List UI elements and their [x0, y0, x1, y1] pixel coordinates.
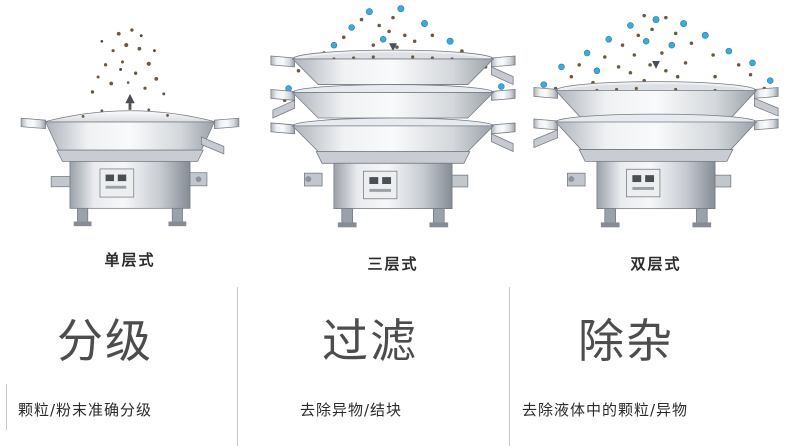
- particles-blue: [540, 16, 774, 88]
- function-heading-impurity-removal: 除杂: [578, 314, 674, 368]
- outlet-spout-3: [491, 133, 514, 153]
- leg: [432, 208, 445, 224]
- fitting-bolt: [568, 176, 575, 183]
- deck-lip-left: [20, 117, 46, 129]
- control-knob: [645, 175, 655, 183]
- machine-illustration-three-layer: [270, 5, 516, 228]
- deck-lip-right: [491, 55, 516, 68]
- function-heading-grading: 分级: [57, 314, 153, 368]
- outlet-spout-2: [533, 129, 558, 149]
- function-heading-filtering: 过滤: [322, 314, 418, 368]
- deck-basin-3: [291, 125, 495, 152]
- leg: [171, 207, 183, 223]
- control-knob: [382, 177, 392, 184]
- clamp-flange: [56, 149, 204, 162]
- leg: [695, 208, 708, 224]
- particles-dark: [100, 34, 156, 71]
- left-fitting: [50, 176, 71, 188]
- machine-illustration-double-layer: [533, 13, 779, 228]
- deck-basin-2: [554, 121, 758, 150]
- deck-lip-left: [270, 89, 295, 101]
- control-box: [99, 168, 135, 198]
- control-slot: [105, 185, 127, 189]
- control-slot: [632, 186, 655, 190]
- deck-lip-left: [533, 87, 558, 99]
- outlet-spout-2: [272, 99, 295, 119]
- control-slot: [369, 188, 392, 192]
- deck-basin: [44, 121, 216, 151]
- leg: [604, 208, 617, 224]
- screen-dome: [43, 110, 217, 123]
- deck-lip-right: [491, 122, 516, 135]
- particles-brown: [90, 28, 166, 96]
- control-knob: [632, 175, 642, 183]
- leg: [77, 207, 89, 223]
- foot: [429, 222, 449, 228]
- foot: [600, 222, 620, 228]
- flow-arrow-icon: [389, 43, 397, 52]
- motor-block: [714, 174, 732, 188]
- control-knob: [105, 174, 115, 182]
- function-description-impurity-removal: 去除液体中的颗粒/异物: [522, 401, 689, 419]
- machine-type-label-double: 双层式: [630, 255, 682, 273]
- foot: [73, 221, 92, 227]
- control-knob: [117, 174, 127, 182]
- deck-lip-right: [491, 89, 516, 101]
- outlet-spout-1: [754, 97, 779, 117]
- particles-on-dome: [81, 105, 169, 118]
- deck-lip-left: [270, 122, 295, 135]
- fitting-bolt: [305, 176, 312, 183]
- foot: [168, 221, 187, 227]
- function-description-grading: 颗粒/粉末准确分级: [18, 401, 153, 419]
- deck-lip-right: [214, 117, 240, 129]
- foot: [337, 222, 357, 228]
- function-description-filtering: 去除异物/结块: [300, 401, 403, 419]
- column-divider: [509, 287, 510, 446]
- deck-lip-left: [270, 55, 295, 68]
- outlet-spout-1: [491, 66, 514, 86]
- control-box: [626, 168, 661, 198]
- motor-bolt: [195, 176, 202, 183]
- machine-type-label-single: 单层式: [104, 251, 156, 269]
- deck-basin-1: [291, 58, 495, 85]
- machine-type-label-three: 三层式: [367, 255, 419, 273]
- deck-basin-2: [291, 92, 495, 119]
- clamp-flange: [315, 151, 471, 164]
- column-divider: [237, 287, 238, 446]
- deck-lip-right: [754, 87, 779, 99]
- outlet-spout: [200, 136, 225, 155]
- control-knob: [369, 177, 379, 184]
- leg: [341, 208, 354, 224]
- deck-lip-left: [533, 118, 558, 131]
- description-divider-left: [6, 384, 7, 430]
- flow-arrow-icon: [652, 60, 660, 69]
- control-box: [363, 170, 398, 200]
- deck-lip-right: [754, 118, 779, 131]
- foot: [692, 222, 712, 228]
- motor-block: [451, 174, 469, 188]
- clamp-flange: [578, 149, 734, 162]
- machine-illustration-single-layer: [20, 28, 240, 227]
